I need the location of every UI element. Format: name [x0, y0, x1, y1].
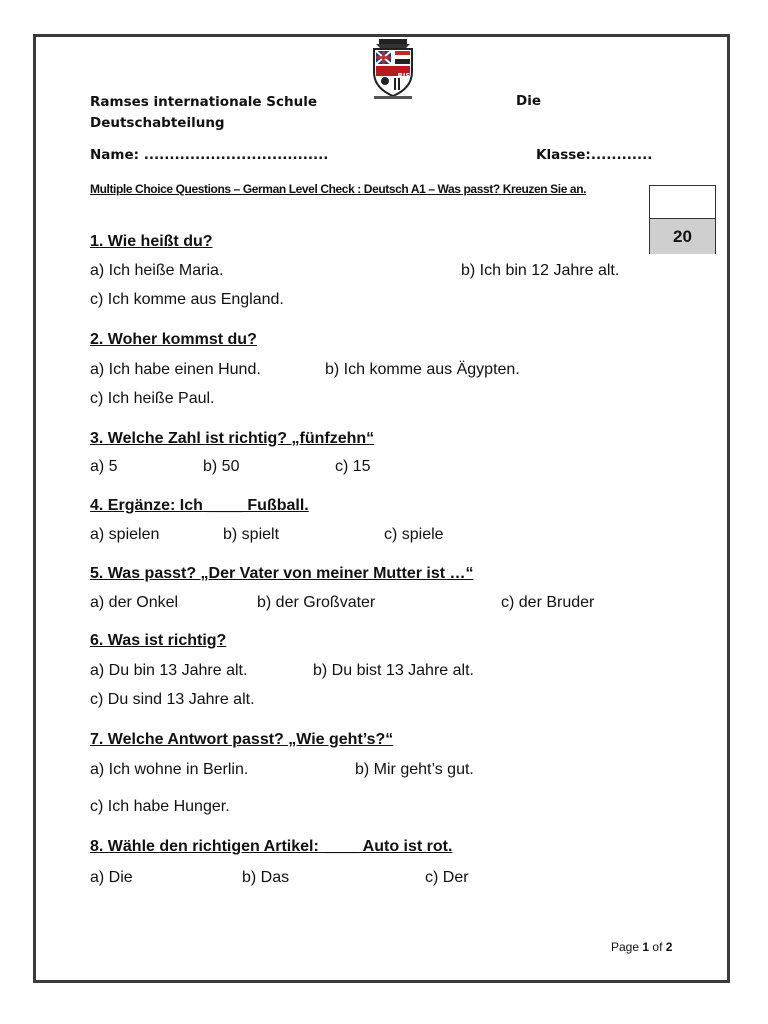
- question-3-title: 3. Welche Zahl ist richtig? „fünfzehn“: [90, 430, 375, 447]
- question-5-option-c[interactable]: c) der Bruder: [501, 594, 595, 611]
- question-8-title: 8. Wähle den richtigen Artikel: ____ Aut…: [90, 838, 453, 855]
- question-3-option-c[interactable]: c) 15: [335, 458, 371, 475]
- question-8-option-a[interactable]: a) Die: [90, 869, 133, 886]
- student-name-field: Name: ..................................…: [90, 147, 329, 163]
- score-box: 20: [649, 185, 716, 254]
- question-7-option-b[interactable]: b) Mir geht’s gut.: [355, 761, 474, 778]
- question-6-title: 6. Was ist richtig?: [90, 632, 227, 649]
- question-8-option-c[interactable]: c) Der: [425, 869, 469, 886]
- question-2-title: 2. Woher kommst du?: [90, 331, 257, 348]
- question-1-title: 1. Wie heißt du?: [90, 233, 213, 250]
- page-number: Page 1 of 2: [611, 940, 672, 954]
- question-6-option-c[interactable]: c) Du sind 13 Jahre alt.: [90, 691, 255, 708]
- page-total: 2: [665, 940, 673, 954]
- question-5-option-b[interactable]: b) der Großvater: [257, 594, 376, 611]
- question-2-option-a[interactable]: a) Ich habe einen Hund.: [90, 361, 261, 378]
- page-border: [33, 34, 730, 983]
- logo-lettering: RIS: [397, 72, 410, 80]
- question-7-option-c[interactable]: c) Ich habe Hunger.: [90, 798, 230, 815]
- question-4-option-a[interactable]: a) spielen: [90, 526, 160, 543]
- of-label: of: [652, 940, 663, 954]
- question-1-option-a[interactable]: a) Ich heiße Maria.: [90, 262, 224, 279]
- page-current: 1: [642, 940, 650, 954]
- question-5-option-a[interactable]: a) der Onkel: [90, 594, 179, 611]
- question-4-option-c[interactable]: c) spiele: [384, 526, 444, 543]
- question-1-option-b[interactable]: b) Ich bin 12 Jahre alt.: [461, 262, 620, 279]
- instructions: Multiple Choice Questions – German Level…: [90, 182, 587, 196]
- score-total: 20: [650, 219, 715, 254]
- question-6-option-b[interactable]: b) Du bist 13 Jahre alt.: [313, 662, 474, 679]
- question-7-title: 7. Welche Antwort passt? „Wie geht’s?“: [90, 731, 394, 748]
- question-4-title: 4. Ergänze: Ich ____ Fußball.: [90, 497, 309, 514]
- score-blank-cell: [650, 186, 715, 219]
- page-label: Page: [611, 940, 640, 954]
- question-2-option-b[interactable]: b) Ich komme aus Ägypten.: [325, 361, 520, 378]
- question-3-option-a[interactable]: a) 5: [90, 458, 118, 475]
- question-1-option-c[interactable]: c) Ich komme aus England.: [90, 291, 284, 308]
- question-7-option-a[interactable]: a) Ich wohne in Berlin.: [90, 761, 249, 778]
- school-name: Ramses internationale Schule: [90, 94, 318, 110]
- department-label-part1: Die: [516, 93, 541, 109]
- question-5-title: 5. Was passt? „Der Vater von meiner Mutt…: [90, 565, 474, 582]
- class-field: Klasse:............: [536, 147, 653, 163]
- question-8-option-b[interactable]: b) Das: [242, 869, 290, 886]
- question-3-option-b[interactable]: b) 50: [203, 458, 240, 475]
- department-label-part2: Deutschabteilung: [90, 115, 225, 131]
- school-crest-logo: RIS: [373, 39, 413, 99]
- question-2-option-c[interactable]: c) Ich heiße Paul.: [90, 390, 215, 407]
- question-6-option-a[interactable]: a) Du bin 13 Jahre alt.: [90, 662, 248, 679]
- question-4-option-b[interactable]: b) spielt: [223, 526, 280, 543]
